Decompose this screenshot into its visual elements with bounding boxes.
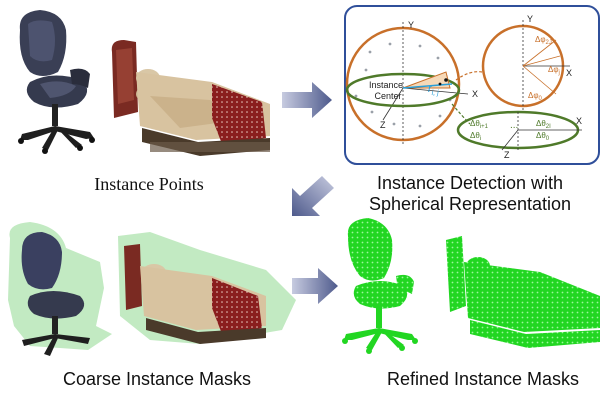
r-label: ri, j xyxy=(428,83,439,97)
bed-point-cloud xyxy=(111,40,270,156)
theta-2i-label: Δθ2I xyxy=(536,119,551,130)
coarse-mask-chair xyxy=(8,222,112,356)
refined-mask-bed xyxy=(446,236,600,348)
theta-i-label: Δθi xyxy=(470,131,481,142)
caption-refined-masks: Refined Instance Masks xyxy=(387,369,579,389)
axis-y-label-2: Y xyxy=(527,14,533,24)
phi-2j-label: Δφ2J xyxy=(535,35,552,46)
caption-detection-line1: Instance Detection with xyxy=(377,173,563,193)
instance-center-label-1: Instance xyxy=(369,80,403,90)
coarse-mask-bed xyxy=(118,232,296,344)
axis-x-label-2: X xyxy=(566,68,572,78)
arrow-down-left-icon xyxy=(292,176,334,216)
axis-x-label-3: X xyxy=(576,116,582,126)
phi-0-label: Δφ0 xyxy=(528,91,543,102)
axis-y-label: Y xyxy=(408,20,414,30)
theta-ellipsis: ... xyxy=(510,120,518,131)
spherical-representation-panel: Y X Z ri, j Instance Center Y X Δφ2J Δφj… xyxy=(344,5,600,165)
theta-0-label: Δθ0 xyxy=(536,131,550,142)
theta-i1-label: Δθi+1 xyxy=(470,119,489,130)
caption-coarse-masks: Coarse Instance Masks xyxy=(63,369,251,389)
caption-instance-points: Instance Points xyxy=(94,174,204,194)
axis-z-label-2: Z xyxy=(504,150,510,160)
arrow-right-icon xyxy=(282,82,332,118)
refined-mask-chair xyxy=(342,218,418,354)
axis-x-label: X xyxy=(472,89,478,99)
chair-point-cloud xyxy=(18,10,95,154)
axis-z-label: Z xyxy=(380,120,386,130)
phi-j-label: Δφj xyxy=(548,65,560,76)
caption-detection-line2: Spherical Representation xyxy=(369,194,571,214)
arrow-right-icon-2 xyxy=(292,268,338,304)
instance-center-label-2: Center xyxy=(374,91,401,101)
